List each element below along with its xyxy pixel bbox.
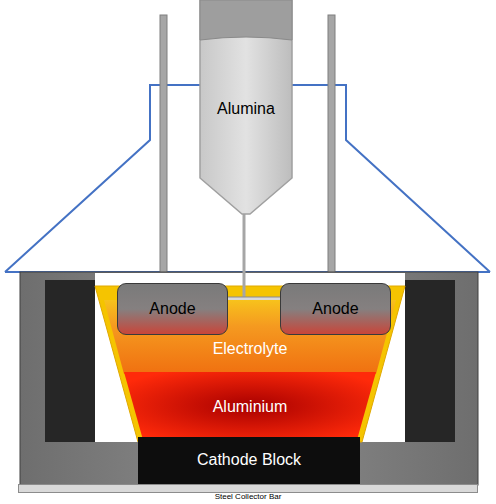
node-label: Electrolyte: [213, 340, 288, 358]
hood-line: [5, 85, 200, 272]
anode-rod: [328, 15, 335, 295]
node-label: Anode: [149, 300, 195, 318]
node-label: Cathode Block: [197, 451, 301, 469]
node-label: Steel Collector Bar: [215, 493, 282, 501]
collector-bar: Steel Collector Bar: [18, 484, 478, 493]
node-label: Aluminium: [213, 398, 288, 416]
anode-block: Anode: [117, 283, 228, 335]
anode-rod: [160, 15, 167, 295]
feeder-rod: [243, 214, 246, 298]
cathode-block: Cathode Block: [138, 437, 360, 485]
pot-shell: [20, 272, 478, 485]
aluminium-pool: Aluminium: [95, 372, 405, 440]
side-lining: [45, 280, 95, 442]
hood-line: [292, 85, 490, 272]
pot-cavity: [95, 273, 405, 442]
anode-block: Anode: [280, 283, 391, 335]
alumina-hopper: Alumina: [198, 0, 294, 218]
node-label: Anode: [312, 300, 358, 318]
side-lining: [405, 280, 455, 442]
node-label: Alumina: [217, 100, 275, 118]
